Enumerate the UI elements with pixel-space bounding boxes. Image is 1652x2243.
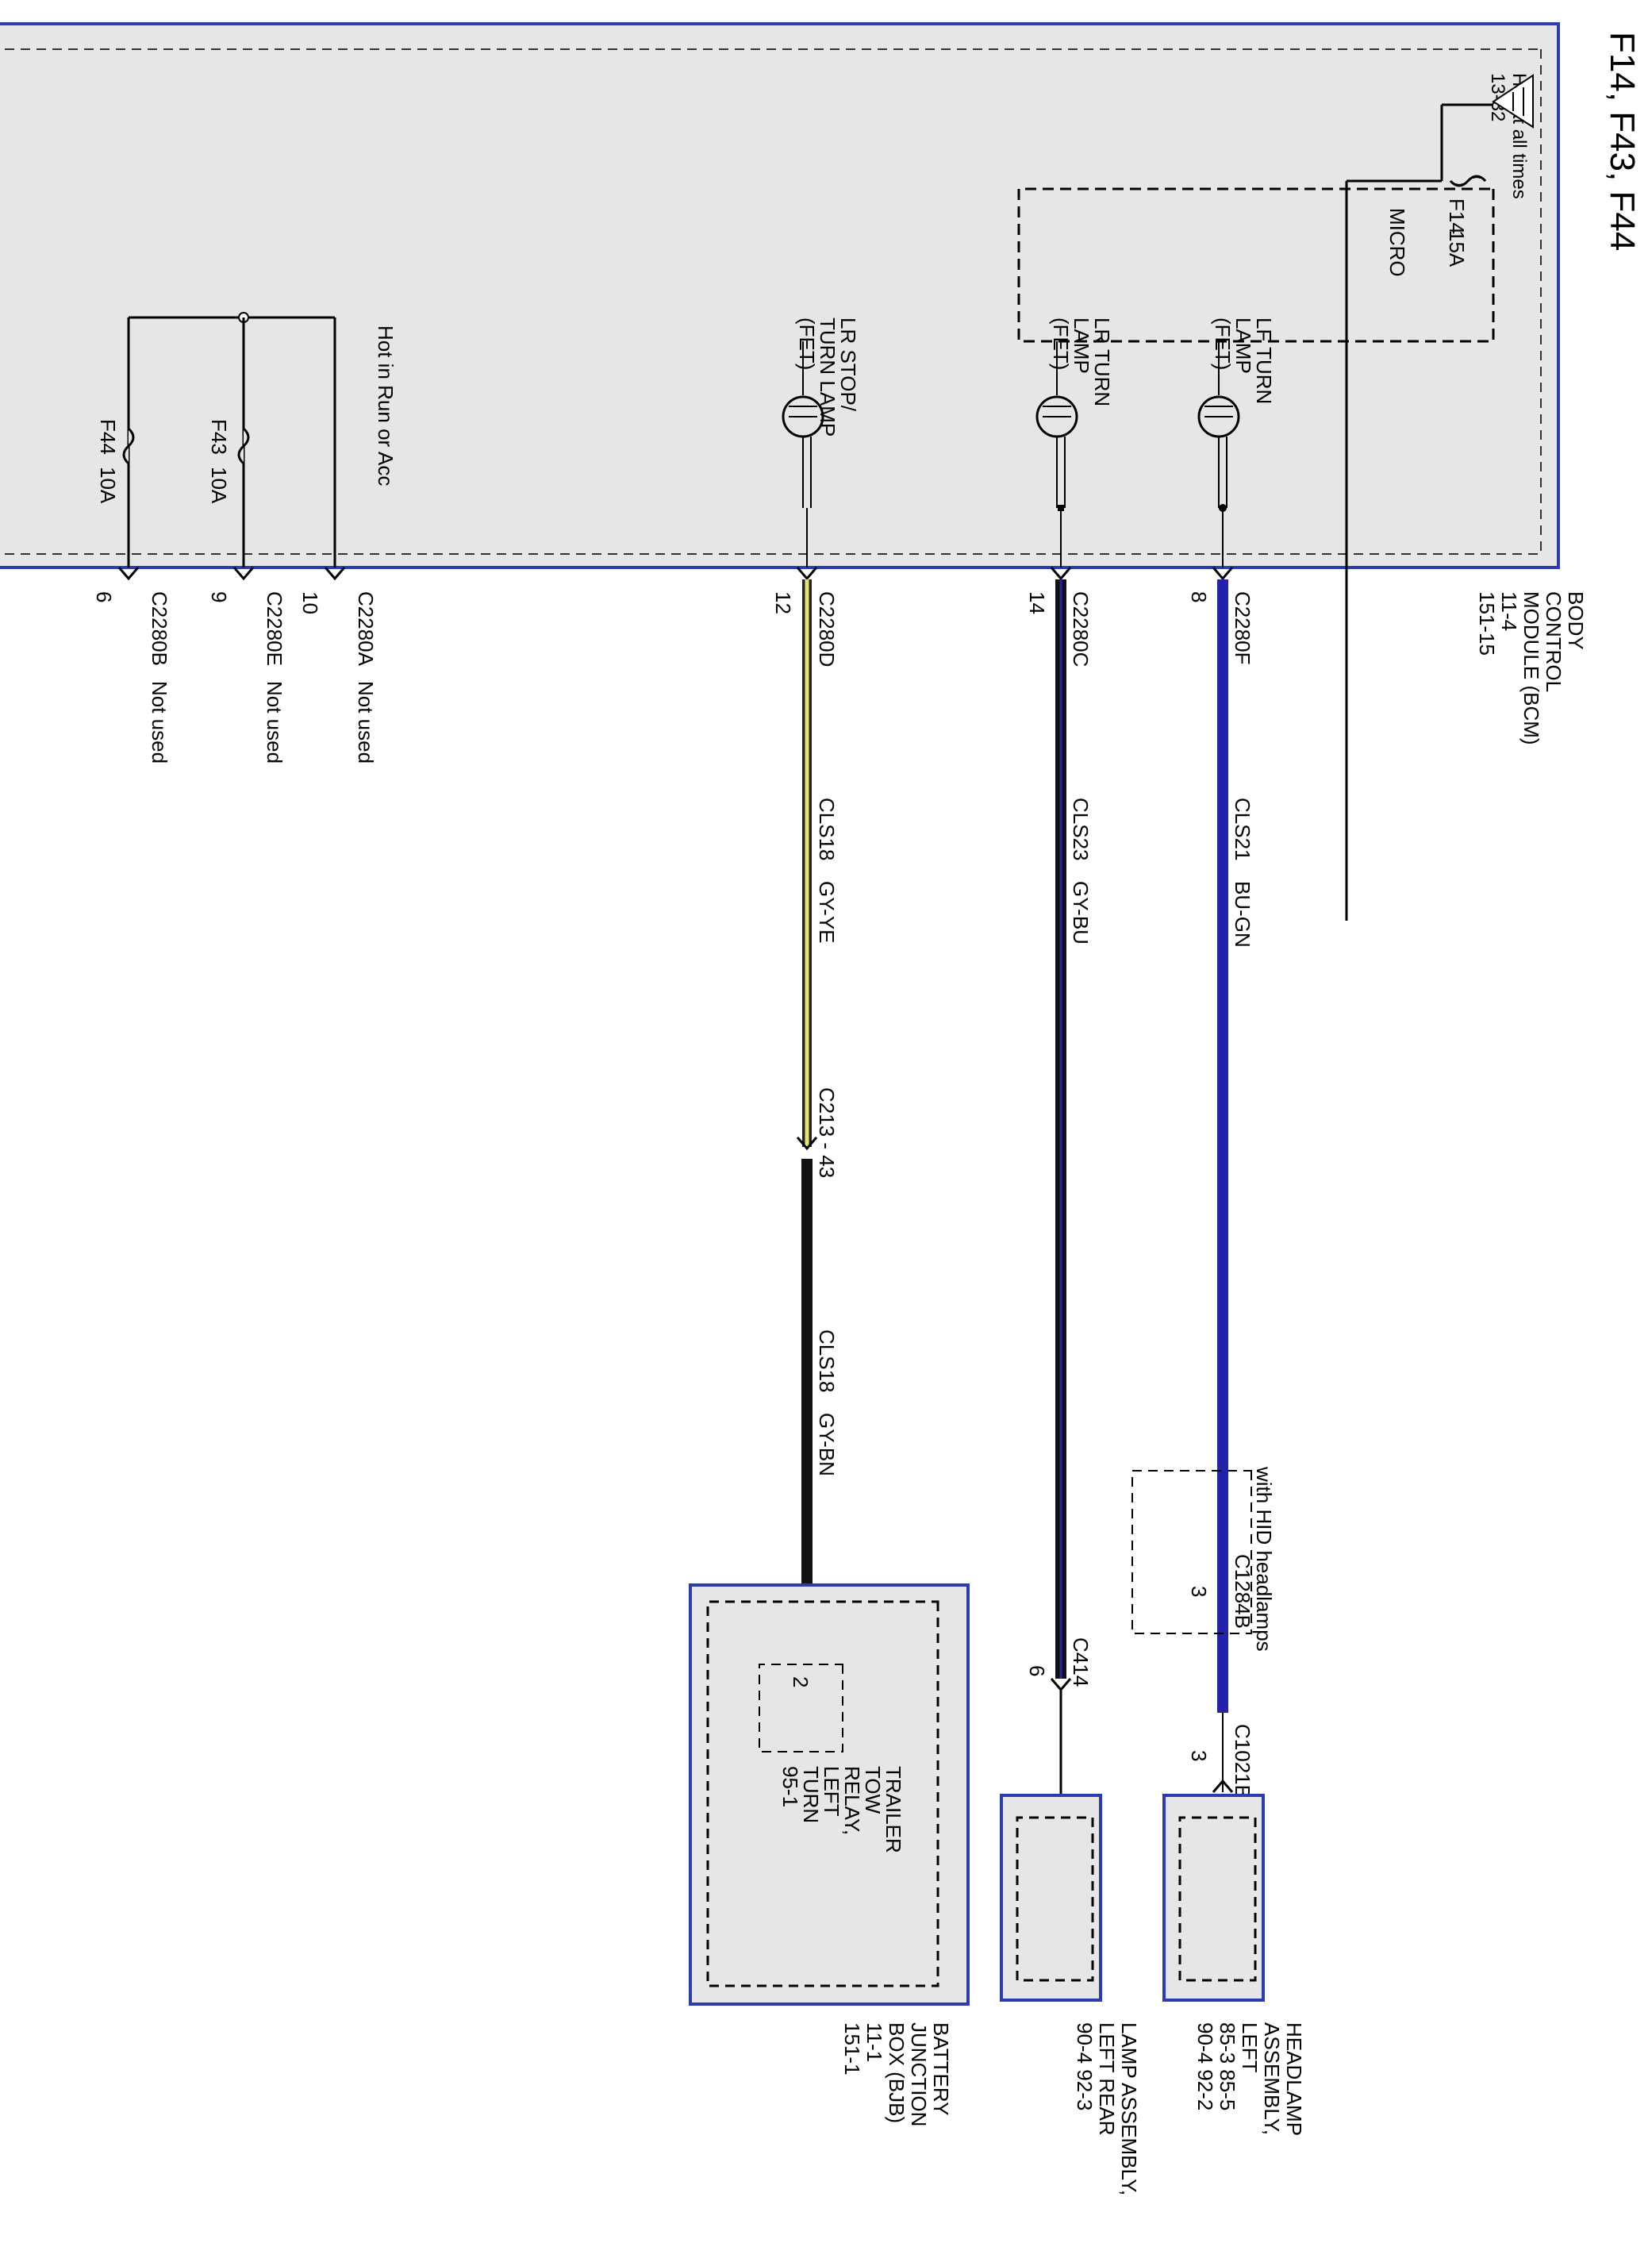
headlamp-label: HEADLAMP ASSEMBLY, LEFT 85-3 85-5 90-4 9… xyxy=(1193,2022,1306,2141)
c414-pin: 6 xyxy=(1025,1665,1049,1676)
lamp-rear-label: LAMP ASSEMBLY, LEFT REAR 90-4 92-3 xyxy=(1073,2022,1141,2201)
c414-label: C414 xyxy=(1069,1637,1093,1687)
c1284b-label: C1284B xyxy=(1231,1554,1254,1629)
cls23-color: GY-BU xyxy=(1069,881,1093,945)
lamp-rear-inner xyxy=(1016,1816,1094,1982)
relay-label: TRAILER TOW RELAY, LEFT TURN 95-1 xyxy=(778,1766,905,1859)
connector-c2280b: C2280B 6 Not used xyxy=(92,567,171,764)
f14-label: F14 xyxy=(1445,198,1469,234)
f14-rating: 15A xyxy=(1445,230,1469,267)
svg-text:C2280E: C2280E xyxy=(263,591,286,666)
hot-run-acc-label: Hot in Run or Acc xyxy=(374,325,398,486)
cls18b-color: GY-BN xyxy=(815,1413,839,1476)
fet-lr-branch: LR TURN LAMP (FET) xyxy=(1035,317,1114,567)
f44-label: F44 xyxy=(96,419,120,455)
wire-cls23: C2280C 14 CLS23 GY-BU C414 6 xyxy=(1025,567,1093,1795)
micro-label: MICRO xyxy=(1385,208,1409,277)
connector-c2280a: C2280A 10 Not used xyxy=(298,567,378,764)
c2280c-label: C2280C xyxy=(1069,591,1093,667)
c1021b-pin: 3 xyxy=(1187,1750,1211,1761)
fet-stop-branch: LR STOP/ TURN LAMP (FET) xyxy=(782,317,860,567)
f43-label: F43 xyxy=(207,419,231,455)
bcm-label: BODY CONTROL MODULE (BCM) 11-4 151-15 xyxy=(1475,591,1588,751)
c1021b-label: C1021B xyxy=(1231,1724,1254,1799)
bjb-inner xyxy=(706,1600,939,1987)
svg-text:Not used: Not used xyxy=(263,681,286,764)
bjb-label: BATTERY JUNCTION BOX (BJB) 11-1 151-1 xyxy=(840,2022,953,2133)
svg-text:9: 9 xyxy=(207,591,231,602)
c2280f-label: C2280F xyxy=(1231,591,1254,665)
fet-lf-branch: LF TURN LAMP (FET) xyxy=(1197,317,1276,567)
fet-lr-label: LR TURN LAMP (FET) xyxy=(1049,317,1114,412)
svg-text:10: 10 xyxy=(298,591,322,614)
f14-fuse-icon xyxy=(1449,175,1487,187)
svg-text:Not used: Not used xyxy=(148,681,171,764)
connector-c2280f-icon xyxy=(1212,567,1234,581)
headlamp-inner xyxy=(1178,1816,1257,1982)
bcm-inner-boundary xyxy=(0,48,1542,555)
connector-c2280d-icon xyxy=(796,567,818,581)
c2280d-label: C2280D xyxy=(815,591,839,667)
cls18a-circuit: CLS18 xyxy=(815,798,839,861)
battery-junction-box xyxy=(689,1583,970,2006)
c2280f-pin: 8 xyxy=(1187,591,1211,602)
c1284b-condition: with HID headlamps xyxy=(1252,1466,1276,1652)
micro-block xyxy=(1017,187,1495,343)
trailer-tow-relay xyxy=(759,1664,843,1752)
c213-icon xyxy=(796,1137,818,1151)
lamp-assembly-left-rear xyxy=(1000,1794,1102,2002)
svg-text:Not used: Not used xyxy=(354,681,378,764)
wire-cls21: C2280F 8 CLS21 BU-GN with HID headlamps … xyxy=(1131,567,1276,1799)
cls21-circuit: CLS21 xyxy=(1231,798,1254,861)
connector-c2280e: C2280E 9 Not used xyxy=(207,567,286,764)
c1284b-pin: 3 xyxy=(1187,1586,1211,1597)
cls18b-circuit: CLS18 xyxy=(815,1329,839,1393)
bcm-module xyxy=(0,22,1560,569)
cls23-circuit: CLS23 xyxy=(1069,798,1093,861)
f44-fuse-icon xyxy=(122,427,135,465)
cls21-color: BU-GN xyxy=(1231,881,1254,948)
relay-pin: 2 xyxy=(789,1676,813,1687)
diagram-title: F14, F43, F44 xyxy=(1603,32,1642,251)
c1284b-box xyxy=(1131,1470,1252,1634)
headlamp-assembly xyxy=(1162,1794,1265,2002)
c2280d-pin: 12 xyxy=(771,591,795,614)
f44-rating: 10A xyxy=(96,467,120,504)
c2280c-pin: 14 xyxy=(1025,591,1049,614)
svg-text:C2280B: C2280B xyxy=(148,591,171,666)
f43-fuse-icon xyxy=(237,427,250,465)
svg-text:C2280A: C2280A xyxy=(354,591,378,667)
fet-lf-label: LF TURN LAMP (FET) xyxy=(1211,317,1276,410)
cls18a-color: GY-YE xyxy=(815,881,839,944)
wire-cls18: C2280D 12 CLS18 GY-YE C213 - 43 CLS18 GY… xyxy=(771,567,839,1667)
c213-label: C213 - 43 xyxy=(815,1087,839,1178)
fet-stop-label: LR STOP/ TURN LAMP (FET) xyxy=(795,317,860,442)
svg-text:6: 6 xyxy=(92,591,116,602)
c414-icon xyxy=(1050,1678,1072,1692)
connector-c2280c-icon xyxy=(1050,567,1072,581)
f43-rating: 10A xyxy=(207,467,231,504)
